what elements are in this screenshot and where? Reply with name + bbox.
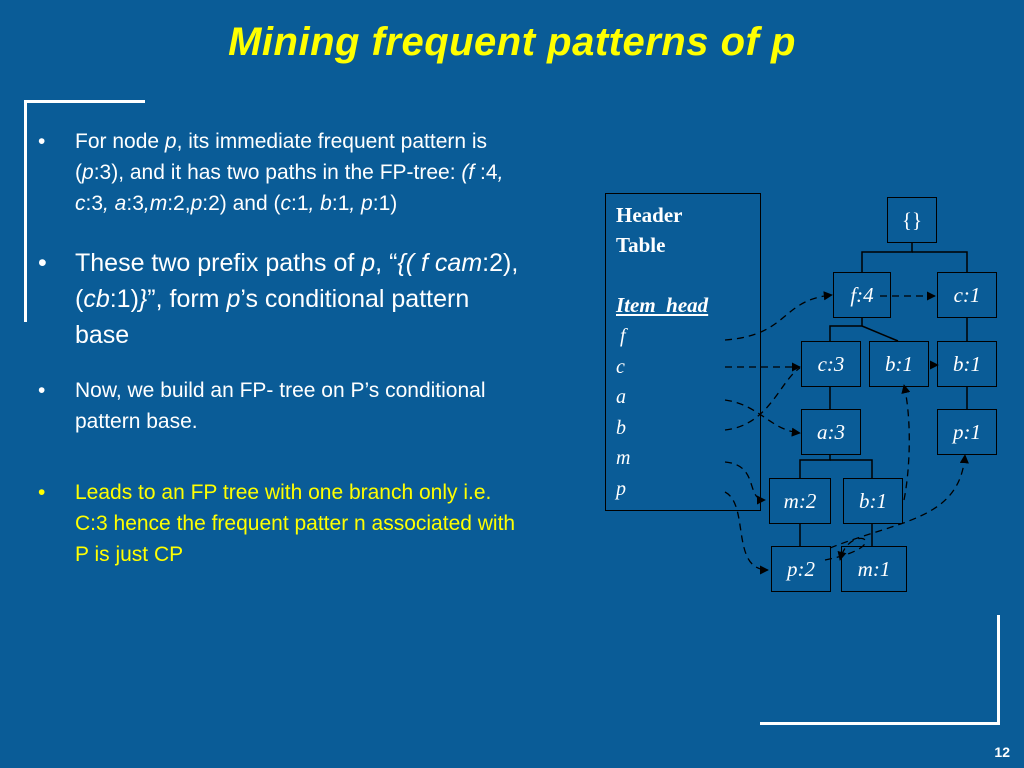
bullet-text-run: , its immediate frequent pattern is ( <box>75 130 488 184</box>
header-item-a: a <box>616 386 626 408</box>
bullet-text-run: p <box>226 285 241 313</box>
bullet-text-run: p <box>190 192 203 215</box>
bullet-text-run: , b <box>308 192 332 215</box>
bullet-text-run: These two prefix paths of <box>75 249 362 277</box>
bullet-text-run: , c <box>75 161 504 215</box>
bullet-text-run: :2), ( <box>75 249 519 313</box>
header-item-f: f <box>620 325 626 347</box>
tree-edges <box>799 242 968 546</box>
bullet-text-run: :3), and it has two paths in the FP-tree… <box>93 161 462 184</box>
bullet-text-run: , “ <box>375 249 398 277</box>
edge-a3-b1 <box>830 459 873 478</box>
corner-bracket-bottom-vertical <box>997 615 1000 725</box>
bullet-text-run: :3 <box>85 192 104 215</box>
link-p <box>724 491 769 575</box>
bullet-text-run: , a <box>103 192 127 215</box>
bullet-text-run: :4 <box>480 161 498 184</box>
bullet-text-run: :1) <box>109 285 139 313</box>
bullet-text-run: p <box>164 130 177 153</box>
node-links <box>724 291 969 575</box>
edge-f4-c3 <box>829 318 863 341</box>
edge-a3-m2 <box>799 455 831 478</box>
bullet-text: Leads to an FP tree with one branch only… <box>75 481 515 566</box>
corner-bracket-top-vertical <box>24 100 27 322</box>
bullet-text-run: p <box>82 161 94 184</box>
edge-f4-b1 <box>861 325 899 342</box>
node-b1-low: b:1 <box>843 478 903 524</box>
link-a <box>724 399 801 437</box>
bullet-text-run: (f <box>461 161 481 184</box>
bullet-text: These two prefix paths of p, “{( f cam:2… <box>75 249 518 349</box>
bullet-text-run: :1) <box>372 192 398 215</box>
edge-root-c1 <box>912 251 968 272</box>
bullet-marker: • <box>38 379 46 402</box>
bullet-text: For node p, its immediate frequent patte… <box>75 130 503 215</box>
bullet-text-run: , p <box>349 192 373 215</box>
link-f <box>724 291 833 341</box>
bullet-text-run: f cam <box>414 249 483 277</box>
bullet-text-run: :2) and ( <box>202 192 281 215</box>
bullet-text-run: } <box>138 285 148 313</box>
bullet-item-prefix-paths: • These two prefix paths of p, “{( f cam… <box>38 245 528 353</box>
header-item-b: b <box>616 416 626 439</box>
link-m <box>724 461 766 505</box>
link-m-next <box>824 537 867 561</box>
header-item-p: p <box>616 477 626 500</box>
link-p-next <box>829 454 969 549</box>
bullet-item-build-fp-tree: • Now, we build an FP- tree on P’s condi… <box>38 375 528 437</box>
node-p1-right: p:1 <box>937 409 997 455</box>
node-f4: f:4 <box>833 272 891 318</box>
bullet-text-run: :2, <box>167 192 191 215</box>
node-c3: c:3 <box>801 341 861 387</box>
bullet-text-run: p <box>361 249 376 277</box>
node-m1: m:1 <box>841 546 907 592</box>
corner-bracket-bottom-horizontal <box>760 722 1000 725</box>
header-table-title-line2: Table <box>616 233 666 257</box>
bullet-marker: • <box>38 130 46 153</box>
link-b-part <box>724 367 801 431</box>
node-a3: a:3 <box>801 409 861 455</box>
bullet-text: Now, we build an FP- tree on P’s conditi… <box>75 379 486 433</box>
corner-bracket-top-horizontal <box>24 100 145 103</box>
bullet-text-run: :1 <box>290 192 309 215</box>
bullet-marker: • <box>38 481 46 504</box>
bullet-marker: • <box>38 249 47 277</box>
header-item-m: m <box>616 447 631 469</box>
bullet-item-single-branch: • Leads to an FP tree with one branch on… <box>38 477 528 570</box>
link-b-up <box>901 384 911 501</box>
bullet-list: • For node p, its immediate frequent pat… <box>38 126 528 570</box>
bullet-text-run: :1 <box>331 192 350 215</box>
header-table-title-line1: Header <box>616 203 683 227</box>
node-m2: m:2 <box>769 478 831 524</box>
bullet-item-node-p: • For node p, its immediate frequent pat… <box>38 126 528 219</box>
bullet-text-run: ,m <box>143 192 168 215</box>
fp-tree-root: {} <box>887 197 937 243</box>
slide-title: Mining frequent patterns of p <box>228 20 796 64</box>
node-b1-right: b:1 <box>937 341 997 387</box>
node-c1-top: c:1 <box>937 272 997 318</box>
edge-root-f4 <box>861 242 913 272</box>
node-p2: p:2 <box>771 546 831 592</box>
bullet-text-run: cb <box>83 285 110 313</box>
bullet-text-run: Leads to an FP tree with one branch only… <box>75 481 516 566</box>
page-number: 12 <box>994 744 1010 760</box>
bullet-text-run: ’s conditional pattern base <box>75 285 470 349</box>
bullet-text-run: ”, form <box>147 285 227 313</box>
bullet-text-run: {( <box>397 249 415 277</box>
bullet-text-run: :3 <box>126 192 144 215</box>
header-item-c: c <box>616 355 625 378</box>
bullet-text-run: For node <box>75 130 165 153</box>
bullet-text-run: c <box>280 192 291 215</box>
header-table-column-head: Item head <box>616 293 709 317</box>
bullet-text-run: Now, we build an FP- tree on P’s conditi… <box>75 379 486 433</box>
node-b1-mid: b:1 <box>869 341 929 387</box>
header-table: Header Table Item head f c a b m p <box>605 193 761 511</box>
